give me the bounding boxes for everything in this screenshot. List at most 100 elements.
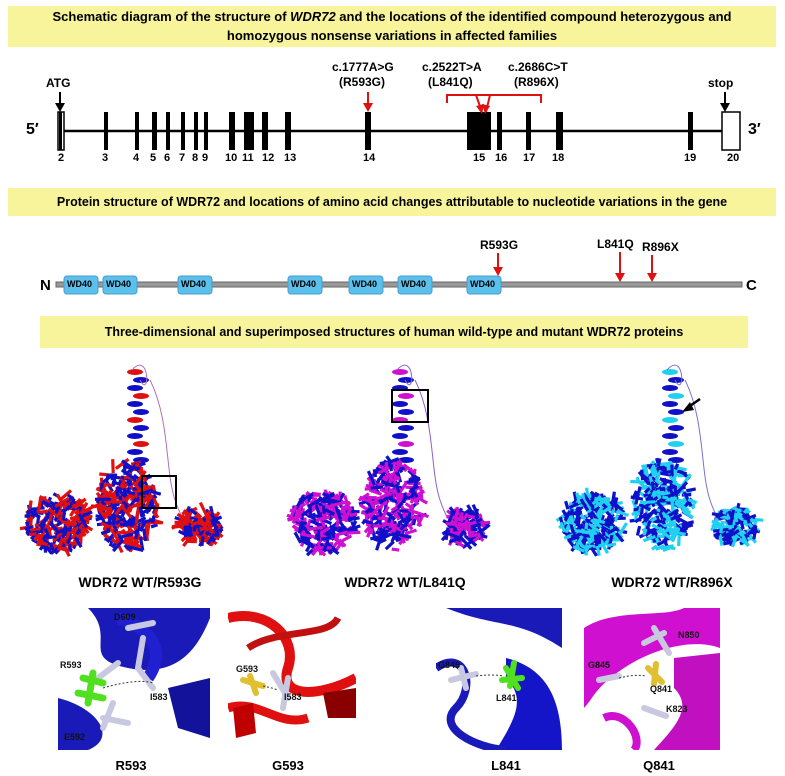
closeup-title-r593: R593 [115,758,147,773]
r896x-pointer-arrow [682,397,701,412]
closeup-g593: G593 I583 [228,608,356,750]
exon-4 [135,112,139,150]
closeup-title-q841: Q841 [643,758,675,773]
gene-banner-line1-post: and the locations of the identified comp… [335,9,732,24]
wd40-domain-7 [466,275,502,295]
five-prime-label: 5′ [26,121,39,138]
gene-banner-line1-gene: WDR72 [290,9,336,24]
wd40-domain-1 [63,275,99,295]
l841q-arrow [615,252,625,282]
closeup-r593-label-0: D609 [114,612,136,622]
wd40-domain-label-3: WD40 [181,279,207,289]
wd40-domain-label-6: WD40 [401,279,427,289]
c-terminus-label: C [746,277,757,294]
struct1-domain-right [171,501,224,547]
exon-label-12: 12 [262,152,275,164]
closeup-r593-label-1: R593 [60,660,82,670]
exon-2-coding [59,112,62,150]
structure-wt-r593g [19,364,224,557]
wd40-domain-6 [397,275,433,295]
variant-1-cdna: c.1777A>G [332,60,394,74]
struct2-linker [414,379,461,526]
exon-19 [688,112,693,150]
struct1-domain-center [90,457,164,554]
closeup-q841: N850 G845 Q841 K823 [584,608,720,750]
variant-1-arrow [363,92,373,112]
gene-banner-line1-pre: Schematic diagram of the structure of [52,9,291,24]
variant-3-protein: (R896X) [514,75,559,89]
r593g-arrow [493,253,503,276]
closeup-q841-graphic [584,608,720,750]
structure-wt-r896x [555,364,764,557]
exon-label-10: 10 [225,152,238,164]
panel-title-l841q: WDR72 WT/L841Q [344,574,466,590]
change-r593g-label: R593G [480,238,519,252]
wd40-domain-5 [348,275,384,295]
exon-7 [181,112,185,150]
exon-16 [497,112,502,150]
wd40-domain-label-7: WD40 [470,279,496,289]
three-prime-label: 3′ [748,121,761,138]
wd40-domain-3 [177,275,213,295]
closeup-q841-label-3: K823 [666,704,688,714]
exon-label-19: 19 [684,152,697,164]
wd40-domain-4 [287,275,323,295]
variant-2-arrowhead [476,104,484,114]
wd40-domain-label-1: WD40 [67,279,93,289]
closeup-title-g593: G593 [272,758,304,773]
exon-15 [467,112,491,150]
struct1-loop [131,364,148,386]
exon-label-4: 4 [133,152,140,164]
exon-label-2: 2 [58,152,65,164]
r896x-arrow [647,255,657,282]
gene-diagram-banner: Schematic diagram of the structure of WD… [8,6,776,47]
wd40-domain-label-5: WD40 [352,279,378,289]
gene-diagram [55,92,741,151]
closeup-q841-label-0: N850 [678,630,700,640]
wd40-domain-label-2: WD40 [106,279,132,289]
exon-8 [194,112,198,150]
struct3-domain-right [710,502,764,548]
struct3-domain-center [629,457,698,553]
exon-12 [262,112,268,150]
exon-13 [285,112,291,150]
exon-label-6: 6 [164,152,171,164]
struct2-domain-right [440,504,491,550]
variant-1-protein: (R593G) [339,75,386,89]
struct3-domain-left [555,487,629,557]
variant-3-cdna: c.2686C>T [508,60,568,74]
atg-arrow [55,92,65,112]
exon-9 [204,112,208,150]
closeup-g593-label-1: I583 [284,692,302,702]
closeup-g593-label-0: G593 [236,664,259,674]
exon-20 [721,111,741,151]
exon-label-5: 5 [150,152,157,164]
panel-title-r593g: WDR72 WT/R593G [78,574,202,590]
exon-label-7: 7 [179,152,186,164]
struct2-domain-left [286,489,361,557]
wd40-domain-label-4: WD40 [291,279,317,289]
wd40-domain-2 [102,275,138,295]
exon-label-9: 9 [202,152,209,164]
closeup-l841-label-1: L841 [496,693,517,703]
exon-label-15: 15 [473,152,486,164]
structure-banner-text: Three-dimensional and superimposed struc… [104,325,684,339]
exon-label-20: 20 [727,152,740,164]
exon-label-16: 16 [495,152,508,164]
closeup-r593: D609 R593 I583 E592 [58,608,210,750]
closeup-q841-label-2: Q841 [650,684,673,694]
change-l841q-label: L841Q [597,237,634,251]
variant-2-protein: (L841Q) [428,75,473,89]
closeup-r593-label-3: E592 [64,732,86,742]
exon-18 [556,112,563,150]
variant-3-arrowhead [482,104,490,114]
change-r896x-label: R896X [642,240,679,254]
exon-11 [244,112,254,150]
protein-diagram-banner: Protein structure of WDR72 and locations… [8,188,776,216]
exon-5 [152,112,157,150]
r593-highlight-box [141,475,177,509]
protein-diagram [55,252,743,295]
closeup-l841-label-0: G845 [438,660,461,670]
